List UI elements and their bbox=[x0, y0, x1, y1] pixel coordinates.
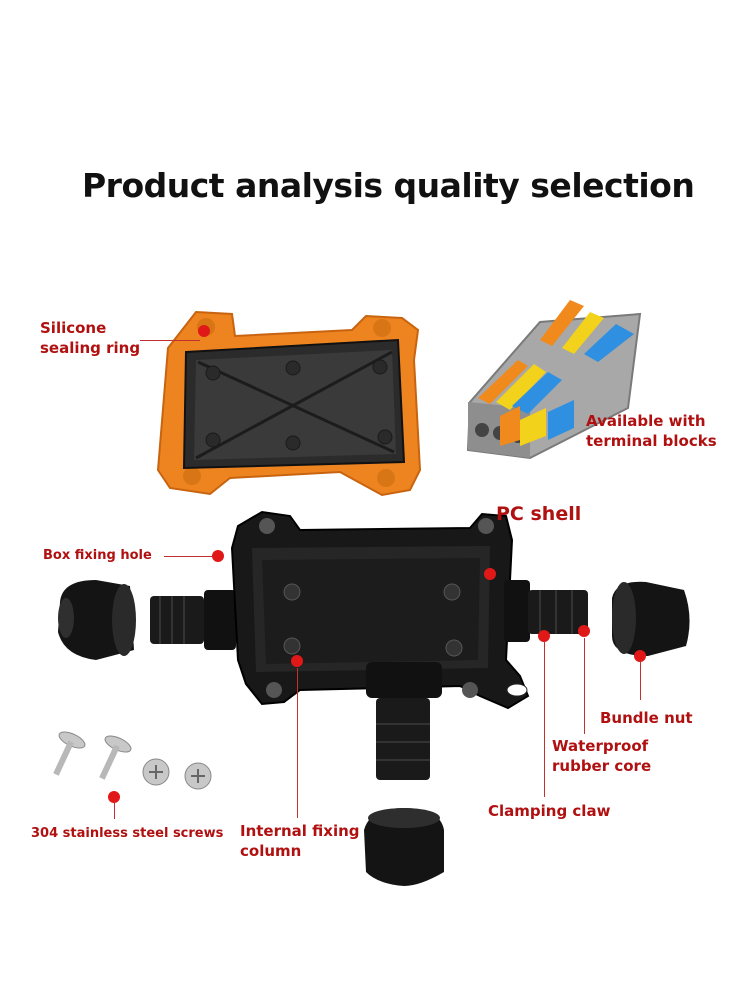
terminal-block bbox=[466, 300, 642, 460]
waterproof-leader-line bbox=[584, 638, 585, 734]
waterproof-label-line2: rubber core bbox=[552, 757, 652, 775]
internal-fixing-label: Internal fixing column bbox=[240, 821, 360, 861]
silicone-label-line1: Silicone bbox=[40, 319, 107, 337]
internal-fixing-dot bbox=[291, 655, 303, 667]
junction-box-shell bbox=[230, 510, 588, 780]
clamping-claw-leader-line bbox=[544, 642, 545, 797]
bundle-nut-label: Bundle nut bbox=[600, 709, 693, 727]
clamping-claw-dot bbox=[538, 630, 550, 642]
bundle-nut-dot bbox=[634, 650, 646, 662]
internal-fixing-leader-line bbox=[297, 668, 298, 818]
silicone-leader-line bbox=[140, 340, 200, 341]
waterproof-label-line1: Waterproof bbox=[552, 737, 649, 755]
internal-fixing-label-line1: Internal fixing bbox=[240, 822, 360, 840]
screws-label: 304 stainless steel screws bbox=[31, 826, 224, 841]
box-fixing-dot bbox=[212, 550, 224, 562]
silicone-sealing-ring bbox=[156, 310, 422, 497]
screws-dot bbox=[108, 791, 120, 803]
left-gland bbox=[58, 580, 236, 660]
terminal-label-line1: Available with bbox=[586, 412, 706, 430]
page-title: Product analysis quality selection bbox=[82, 166, 695, 205]
pc-shell-label: PC shell bbox=[496, 503, 582, 525]
silicone-label-line2: sealing ring bbox=[40, 339, 141, 357]
clamping-claw-label: Clamping claw bbox=[488, 802, 611, 820]
silicone-dot bbox=[198, 325, 210, 337]
pc-shell-dot bbox=[484, 568, 496, 580]
silicone-label: Silicone sealing ring bbox=[40, 318, 140, 358]
box-fixing-label: Box fixing hole bbox=[43, 548, 152, 563]
box-fixing-leader-line bbox=[164, 556, 214, 557]
bundle-nut-leader-line bbox=[640, 662, 641, 700]
bottom-bundle-nut bbox=[364, 808, 444, 886]
screws-leader-line bbox=[114, 803, 115, 819]
waterproof-label: Waterproof rubber core bbox=[552, 736, 651, 776]
terminal-label: Available with terminal blocks bbox=[586, 411, 717, 451]
right-bundle-nut bbox=[612, 581, 690, 656]
terminal-label-line2: terminal blocks bbox=[586, 432, 717, 450]
internal-fixing-label-line2: column bbox=[240, 842, 302, 860]
stainless-screws bbox=[53, 731, 212, 790]
waterproof-dot bbox=[578, 625, 590, 637]
